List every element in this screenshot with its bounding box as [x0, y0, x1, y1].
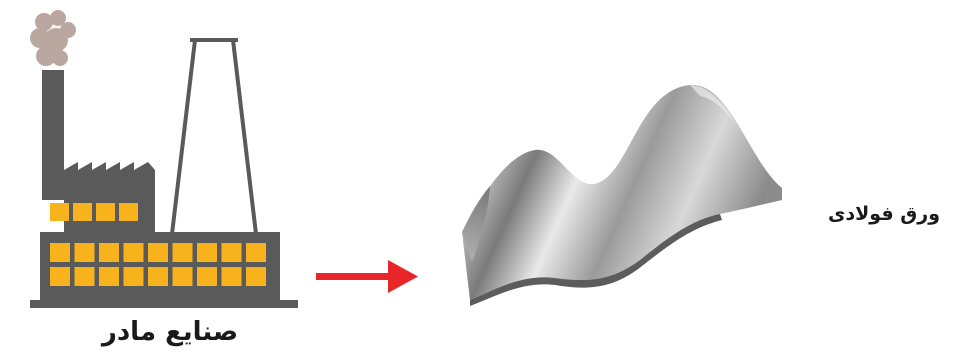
factory-window [124, 267, 144, 286]
factory-window [197, 243, 217, 262]
factory-window [222, 243, 242, 262]
factory-icon [30, 10, 298, 308]
steel-sheet-image [462, 85, 782, 306]
factory-window [50, 267, 70, 286]
steel-sheet-label: ورق فولادی [770, 203, 940, 225]
arrow-icon [316, 260, 418, 293]
factory-window [75, 243, 95, 262]
smoke-icon [30, 10, 76, 66]
factory-window [173, 243, 193, 262]
factory-label: صنایع مادر [70, 317, 270, 347]
factory-window [99, 267, 119, 286]
factory-window [75, 267, 95, 286]
factory-window [124, 243, 144, 262]
factory-window [99, 243, 119, 262]
factory-window [148, 243, 168, 262]
factory-window [246, 267, 266, 286]
factory-window [222, 267, 242, 286]
factory-window [173, 267, 193, 286]
tower-icon [172, 40, 256, 234]
factory-window [50, 243, 70, 262]
factory-window [246, 243, 266, 262]
factory-window [197, 267, 217, 286]
factory-window [148, 267, 168, 286]
